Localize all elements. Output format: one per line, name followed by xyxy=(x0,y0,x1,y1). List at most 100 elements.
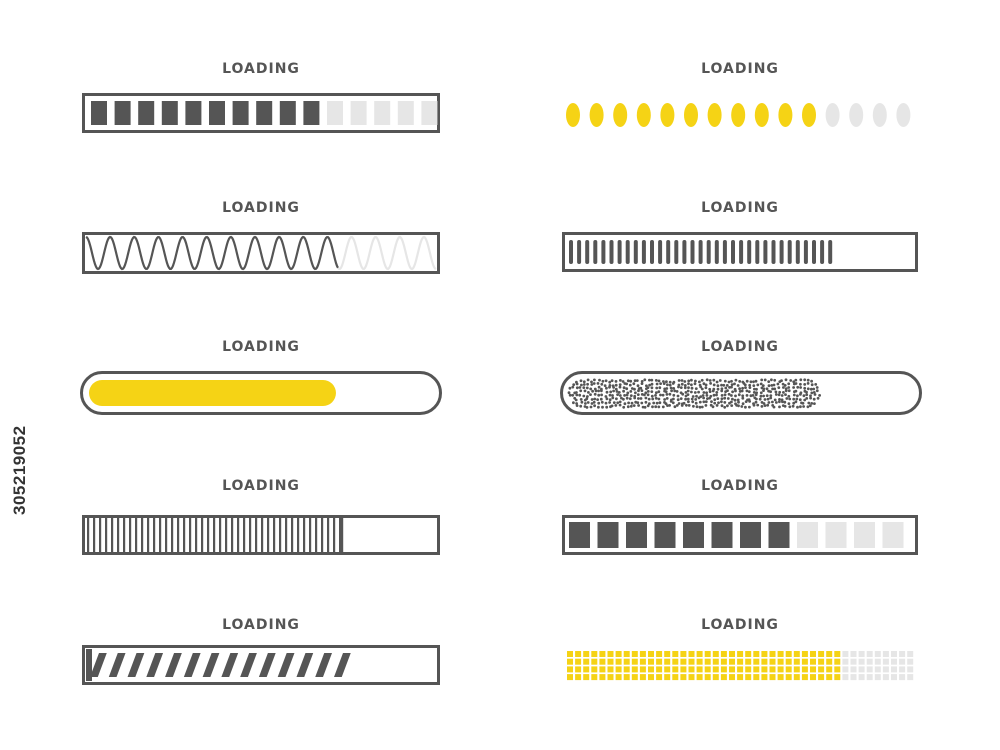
progress-stripe xyxy=(333,653,351,677)
progress-cell xyxy=(899,651,906,657)
progress-cell xyxy=(785,658,792,665)
progress-particle xyxy=(785,397,789,400)
progress-particle xyxy=(754,393,758,397)
progress-particle xyxy=(720,389,724,393)
progress-particle xyxy=(622,397,625,401)
progress-particle xyxy=(690,397,694,401)
progress-particle xyxy=(575,386,579,390)
progress-cell xyxy=(899,666,906,673)
progress-particle xyxy=(672,397,675,401)
progress-particle xyxy=(643,378,647,382)
progress-particle xyxy=(589,387,593,391)
progress-particle xyxy=(766,403,770,407)
progress-particle xyxy=(632,404,636,407)
progress-cell xyxy=(761,651,768,657)
progress-particle xyxy=(643,393,646,397)
progress-particle xyxy=(629,379,633,383)
progress-cell xyxy=(599,651,606,657)
progress-stripe xyxy=(739,240,744,264)
progress-line xyxy=(225,518,228,552)
progress-particle xyxy=(725,384,729,387)
progress-cell xyxy=(712,651,719,657)
progress-particle xyxy=(690,383,693,387)
progress-stripe xyxy=(258,653,276,677)
progress-cell xyxy=(818,658,825,665)
bar-outline xyxy=(82,232,440,274)
progress-particle xyxy=(603,384,607,387)
progress-cell xyxy=(607,651,614,657)
progress-cell xyxy=(615,666,622,673)
progress-particle xyxy=(734,378,738,382)
progress-cell xyxy=(850,666,857,673)
progress-particle xyxy=(695,394,698,398)
progress-particle xyxy=(702,391,706,394)
progress-cell xyxy=(656,674,663,681)
progress-cell xyxy=(720,674,727,681)
progress-particle xyxy=(640,382,644,385)
progress-particle xyxy=(715,404,719,407)
progress-stripe xyxy=(787,240,792,264)
progress-fill xyxy=(89,380,336,406)
progress-dot xyxy=(825,103,840,127)
progress-cell xyxy=(826,658,833,665)
progress-particle xyxy=(787,394,791,398)
progress-cell xyxy=(761,658,768,665)
progress-particle xyxy=(723,379,727,383)
progress-line xyxy=(189,518,192,552)
progress-particle xyxy=(665,387,669,390)
progress-particle xyxy=(783,404,787,408)
progress-particle xyxy=(720,387,724,391)
progress-particle xyxy=(805,397,809,400)
progress-particle xyxy=(706,397,709,400)
progress-cell xyxy=(891,674,897,681)
progress-particle xyxy=(787,386,791,389)
progress-particle xyxy=(616,393,619,396)
progress-stripe xyxy=(585,240,590,264)
progress-stripe xyxy=(641,240,646,264)
progress-particle xyxy=(754,400,758,404)
progress-particle xyxy=(784,378,788,382)
progress-cell xyxy=(874,666,881,673)
progress-particle xyxy=(612,389,615,393)
progress-particle xyxy=(730,394,733,397)
progress-segment xyxy=(421,101,438,125)
progress-stripe xyxy=(202,653,220,677)
progress-particle xyxy=(645,384,648,388)
progress-line xyxy=(243,518,246,552)
bar-outline xyxy=(560,371,922,415)
progress-particle xyxy=(690,378,693,382)
progress-particle xyxy=(636,401,640,405)
progress-particle xyxy=(810,402,814,405)
loading-label-2: LOADING xyxy=(701,61,779,77)
progress-cell xyxy=(575,674,582,681)
progress-cell xyxy=(801,666,808,673)
progress-line xyxy=(201,518,204,552)
progress-particle xyxy=(671,382,675,385)
progress-cell xyxy=(639,651,646,657)
progress-particle xyxy=(808,404,812,408)
progress-particle xyxy=(574,398,578,402)
progress-cell xyxy=(591,651,598,657)
progress-particle xyxy=(700,387,704,391)
loading-label-1: LOADING xyxy=(222,61,300,77)
progress-particle xyxy=(792,386,795,389)
progress-particle xyxy=(693,382,697,386)
progress-cell xyxy=(769,666,776,673)
progress-particle xyxy=(773,378,777,382)
progress-dot xyxy=(754,103,769,127)
progress-stripe xyxy=(803,240,808,264)
progress-particle xyxy=(747,390,751,393)
progress-block xyxy=(626,522,647,548)
progress-particle xyxy=(769,396,773,400)
progress-cell xyxy=(680,674,687,681)
progress-line xyxy=(315,518,318,552)
progress-cell xyxy=(639,674,646,681)
progress-particle xyxy=(597,405,600,409)
progress-particle xyxy=(590,383,594,386)
progress-particle xyxy=(702,396,705,400)
progress-line xyxy=(165,518,168,552)
progress-particle xyxy=(770,384,774,387)
progress-particle xyxy=(810,383,814,387)
progress-particle xyxy=(655,382,659,386)
progress-line xyxy=(309,518,312,552)
